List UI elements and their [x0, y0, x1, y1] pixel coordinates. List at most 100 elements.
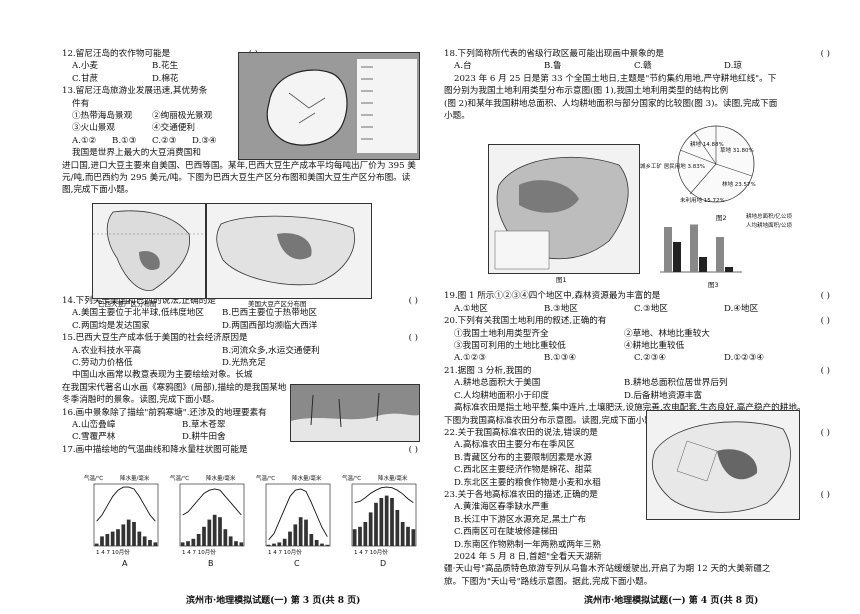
item-1: ①我国土地利用类型齐全	[454, 328, 549, 339]
climate-frame	[179, 483, 245, 547]
temperature-curve	[96, 486, 156, 522]
precip-bar	[325, 544, 330, 546]
option-c: C.②③	[152, 135, 177, 146]
precip-bar	[132, 522, 136, 546]
intro-line: 2024 年 5 月 8 日,首超"全看天天湖新	[454, 551, 602, 562]
intro-line: 2023 年 6 月 25 日是第 33 个全国土地日,主题是"节约集约用地,严…	[454, 73, 777, 84]
bar-total	[690, 224, 698, 272]
question-stem: 15.巴西大豆生产成本低于美国的社会经济原因是	[62, 333, 248, 344]
intro-line: 旅。下图为"天山号"路线示意图。据此,完成下面小题。	[444, 576, 653, 587]
q16-options: A.山峦叠嶂 B.草木苍翠	[62, 419, 418, 431]
option-a: A.①地区	[454, 303, 488, 314]
precip-bar	[277, 542, 282, 546]
option-d: D.东北区主要的粮食作物是小麦和水稻	[454, 477, 601, 488]
china-landuse-map-svg	[494, 156, 629, 270]
intro-line: 进口国,进口大豆主要来自美国、巴西等国。某年,巴西大豆生产成本平均每吨出厂价为 …	[62, 160, 416, 171]
brazil-map-caption: 巴西大豆产区分布图	[98, 300, 157, 308]
option-c: C.人均耕地面积小于印度	[454, 390, 549, 401]
climate-chart-letter: C	[294, 559, 300, 568]
question-stem: 16.画中景象除了描绘"前鸦寒塘".还涉及的地理要素有	[62, 407, 267, 418]
usa-soybean-map-svg	[216, 215, 355, 286]
landuse-pie-svg	[677, 125, 755, 203]
intro-line: 冬季消融时的景象。读图,完成下面小题。	[62, 395, 220, 406]
precip-bar	[406, 526, 410, 546]
precip-bar	[105, 534, 110, 546]
question-stem: 12.留尼汪岛的农作物可能是	[62, 49, 171, 59]
bar-percapita	[725, 267, 733, 272]
precip-bar	[400, 522, 405, 546]
precip-bar	[379, 498, 384, 546]
intro-line: 中国山水画常以教意表现为主要绘绘对象。长城	[72, 370, 253, 381]
question-stem: 20.下列有关我国土地利用的叙述,正确的有	[444, 316, 607, 327]
intro-line: 我国是世界上最大的大豆消费国和	[72, 148, 201, 159]
option-a: A.山峦叠嶂	[72, 419, 116, 430]
farmland-map-svg	[652, 421, 791, 513]
option-c: C.③地区	[634, 303, 668, 314]
q12-options-2: C.甘蔗 D.棉花	[62, 73, 418, 85]
brazil-soybean-map-svg	[93, 210, 205, 291]
question-stem: 22.关于我国高标准农田的说法,错误的是	[444, 427, 598, 438]
option-d: D.琼	[724, 61, 742, 72]
item-4: ④交通便利	[152, 123, 195, 134]
intro-line: 图分别为我国土地利用类型分布示意图(图 1),我国土地利用类型的结构比例	[444, 86, 729, 97]
question-14: 14.下列关于美国和巴西的说法,正确的是 ( )	[62, 295, 418, 307]
precip-bar	[196, 534, 201, 546]
answer-paren: ( )	[408, 444, 418, 455]
question-15: 15.巴西大豆生产成本低于美国的社会经济原因是 ( )	[62, 332, 418, 344]
temperature-curve	[182, 488, 242, 516]
precip-bar	[126, 519, 131, 546]
question-20: 20.下列有关我国土地利用的叙述,正确的有 ( )	[444, 315, 830, 327]
question-19: 19.图 1 所示①②③④四个地区中,森林资源最为丰富的是 ( )	[444, 290, 830, 302]
precip-bar	[288, 531, 292, 546]
precip-bar	[358, 526, 362, 546]
precip-bar	[374, 502, 378, 546]
answer-paren: ( )	[820, 316, 830, 327]
q20-items-2: ③我国可利用的土地比重较低 ④耕地比重较低	[444, 340, 830, 352]
precip-bar	[137, 531, 142, 546]
landuse-pie-chart: 草地 31.80% 耕地 14.88% 林地 23.57% 城乡工矿 居民用地 …	[640, 120, 766, 210]
intro-line: 图,完成下面小题。	[62, 185, 134, 196]
question-13: 13.留尼汪岛旅游业发展迅速,其优势条	[62, 85, 418, 97]
climate-axis-left-label: 气温/℃	[342, 474, 361, 482]
item-2: ②草地、林地比重较大	[624, 328, 710, 339]
option-d: D.光热充足	[222, 357, 266, 368]
option-c: C.甘蔗	[72, 73, 99, 84]
pie-label-unused: 未利用地 15.72%	[680, 198, 725, 204]
option-b: B.①③	[112, 135, 137, 146]
climate-axis-left-label: 气温/℃	[256, 474, 275, 482]
question-22: 22.关于我国高标准农田的说法,错误的是 ( )	[444, 427, 830, 439]
precip-bar	[411, 529, 416, 546]
option-b: B.①③④	[544, 353, 577, 364]
climate-axis-right-label: 降水量/毫米	[292, 474, 322, 482]
option-d: D.东南区作物熟制一年两熟或两年三熟	[454, 539, 601, 550]
intro-line: (图 2)和某年我国耕地总面积、人均耕地面积与部分国家的比较图(图 3)。读图,…	[444, 98, 778, 109]
q20-items: ①我国土地利用类型齐全 ②草地、林地比重较大	[444, 328, 830, 340]
option-d: D.两国西部均濒临大西洋	[222, 320, 318, 331]
intro-line: 下图为我国高标准农田分布示意图。读图,完成下面小题。	[444, 415, 662, 426]
option-d: D.③④	[192, 135, 217, 146]
q21-options-2: C.人均耕地面积小于印度 D.后备耕地资源丰富	[444, 390, 830, 402]
option-a: A.高标准农田主要分布在季风区	[454, 440, 575, 451]
question-stem: 21.据图 3 分析,我国的	[444, 365, 532, 376]
fig3-caption: 图3	[708, 281, 719, 289]
usa-map-caption: 美国大豆产区分布图	[248, 300, 307, 308]
pie-label-forest: 林地 23.57%	[722, 182, 756, 188]
intro-line: 元/吨,而巴西约为 295 美元/吨。下图为巴西大豆生产区分布图和美国大豆生产区…	[62, 173, 411, 184]
option-d: D.④地区	[724, 303, 759, 314]
brazil-soybean-map	[92, 203, 206, 299]
question-23: 23.关于各地高标准农田的描述,正确的是 ( )	[444, 489, 830, 501]
answer-paren: ( )	[820, 489, 830, 500]
precip-bar	[142, 536, 147, 546]
q12-options: A.小麦 B.花生	[62, 60, 418, 72]
option-d: D.①②③④	[724, 353, 765, 364]
reunion-island-map-svg	[239, 53, 419, 159]
option-c: C.赣	[634, 61, 652, 72]
option-c: C.雪覆严林	[72, 432, 116, 443]
precip-bar	[234, 541, 238, 546]
bar-legend-total: 耕地总面积/亿公顷	[746, 214, 792, 220]
precip-bar	[153, 542, 158, 546]
precip-bar	[282, 538, 287, 546]
right-footer: 滨州市·地理模拟试题(一) 第 4 页(共 8 页)	[584, 596, 759, 606]
q15-options-2: C.劳动力价格低 D.光热充足	[62, 357, 418, 369]
